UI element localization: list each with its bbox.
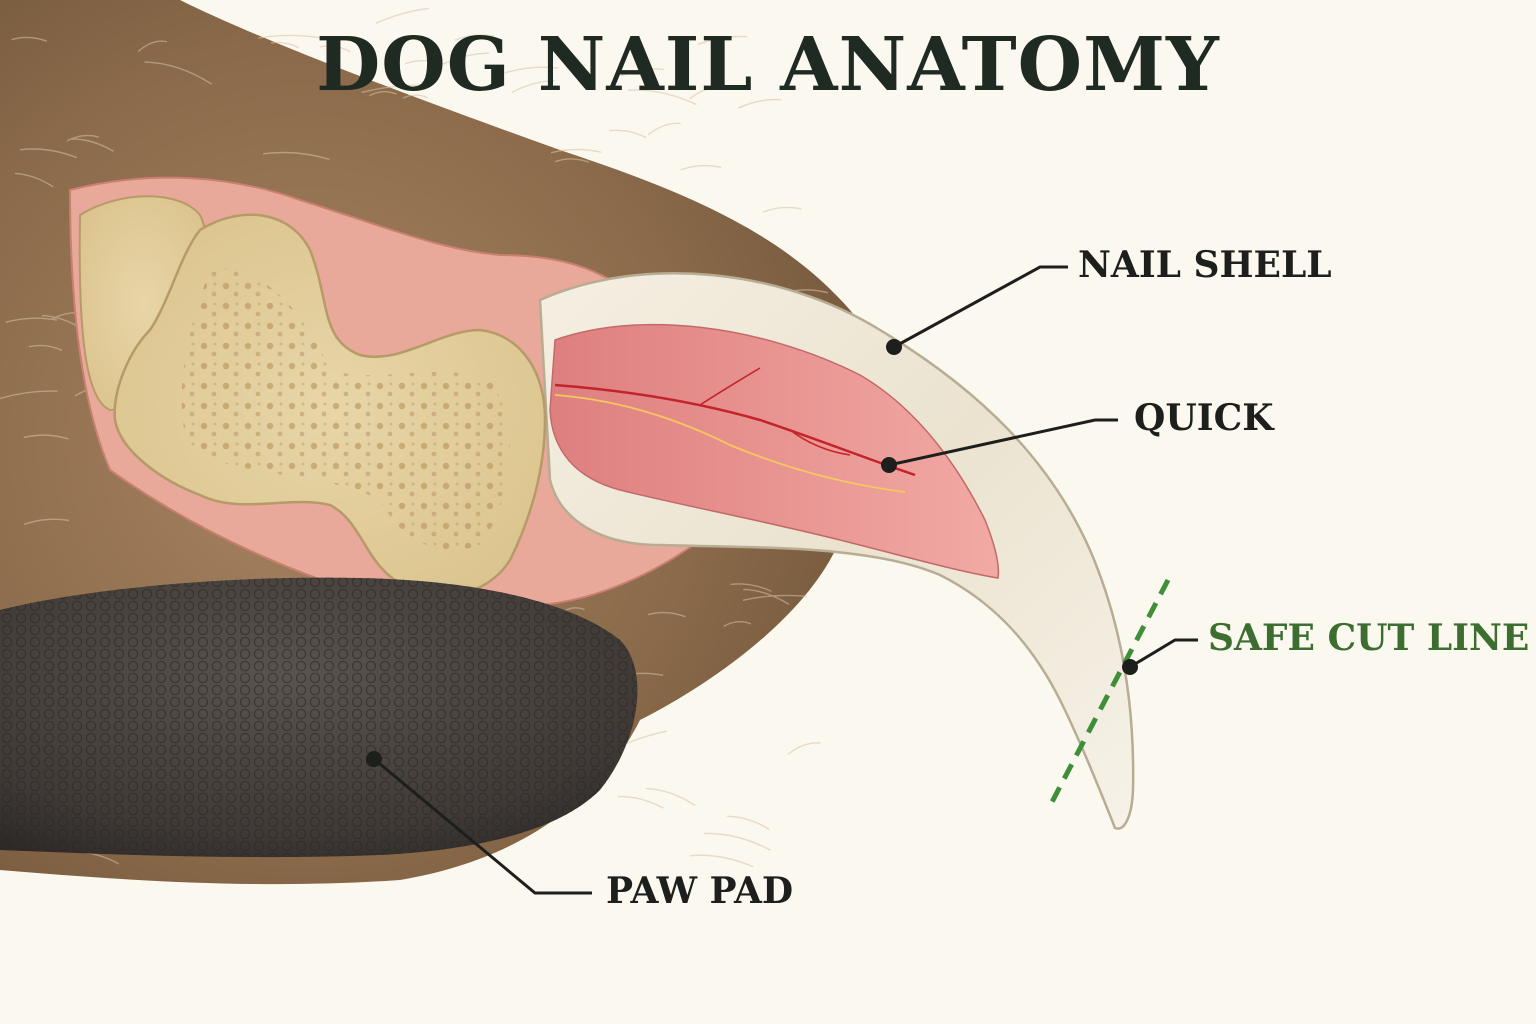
- fur-strand: [690, 854, 754, 868]
- label-safe-cut-line: SAFE CUT LINE: [1208, 617, 1530, 659]
- nerve: [554, 394, 906, 493]
- fur-strand: [71, 138, 114, 152]
- label-paw-pad: PAW PAD: [606, 870, 794, 912]
- fur-strand: [743, 588, 790, 605]
- fur-strand: [361, 84, 427, 94]
- fur-strand: [375, 7, 429, 24]
- fur-strand: [504, 66, 559, 74]
- label-quick: QUICK: [1134, 397, 1274, 439]
- fur-strand: [647, 122, 681, 136]
- paw-pad: [0, 577, 638, 858]
- fur-strand: [368, 91, 397, 97]
- leader-paw-pad: [366, 751, 592, 895]
- diagram-title: DOG NAIL ANATOMY: [316, 22, 1220, 108]
- fur-strand: [263, 151, 330, 161]
- fur-strand: [5, 317, 58, 323]
- fur-strand: [23, 518, 70, 525]
- fur-strand: [620, 68, 664, 77]
- fur-strand: [28, 344, 63, 352]
- fur-strand: [402, 94, 429, 99]
- fur-strand: [511, 80, 555, 94]
- blood-vessel: [554, 383, 916, 477]
- fur-strand: [14, 172, 54, 188]
- fur-strand: [730, 583, 772, 593]
- fur-strand: [0, 390, 58, 400]
- fur-strand: [11, 36, 48, 42]
- fur-strand: [66, 134, 99, 142]
- fur-strand: [762, 206, 802, 213]
- fur-strand: [137, 40, 168, 52]
- fur-strand: [550, 148, 602, 154]
- leader-quick: [881, 418, 1118, 473]
- fur-strand: [723, 620, 752, 627]
- fur-strand: [787, 742, 821, 755]
- fur-strand: [270, 41, 300, 49]
- fur-strand: [19, 148, 78, 159]
- fur-strand: [618, 795, 664, 809]
- fur-strand: [144, 61, 213, 85]
- fur-strand: [404, 59, 443, 65]
- safe-cut-line: [1049, 578, 1171, 804]
- fur-strand: [647, 611, 686, 618]
- fur-strand: [442, 52, 489, 65]
- fur-strand: [737, 98, 782, 109]
- leader-safe-cut-line: [1122, 638, 1198, 675]
- fur-strand: [697, 35, 748, 45]
- fur-strand: [689, 87, 721, 100]
- fur-strand: [627, 89, 697, 106]
- fur-strand: [609, 129, 647, 139]
- blood-vessel-branch: [699, 367, 851, 456]
- quick: [549, 323, 1000, 579]
- label-nail-shell: NAIL SHELL: [1078, 244, 1332, 286]
- bone-texture: [181, 268, 510, 550]
- fur-strand: [554, 158, 590, 163]
- fur-strand: [680, 164, 722, 171]
- fur-strand: [645, 787, 696, 806]
- leader-nail-shell: [886, 265, 1068, 355]
- fur-strand: [23, 434, 69, 440]
- fur-strand: [727, 815, 770, 831]
- fur-strand: [703, 832, 771, 851]
- fur-strand: [319, 45, 351, 53]
- fur-strand: [742, 594, 808, 602]
- fur-strand: [258, 34, 327, 40]
- fur-strand: [454, 34, 495, 41]
